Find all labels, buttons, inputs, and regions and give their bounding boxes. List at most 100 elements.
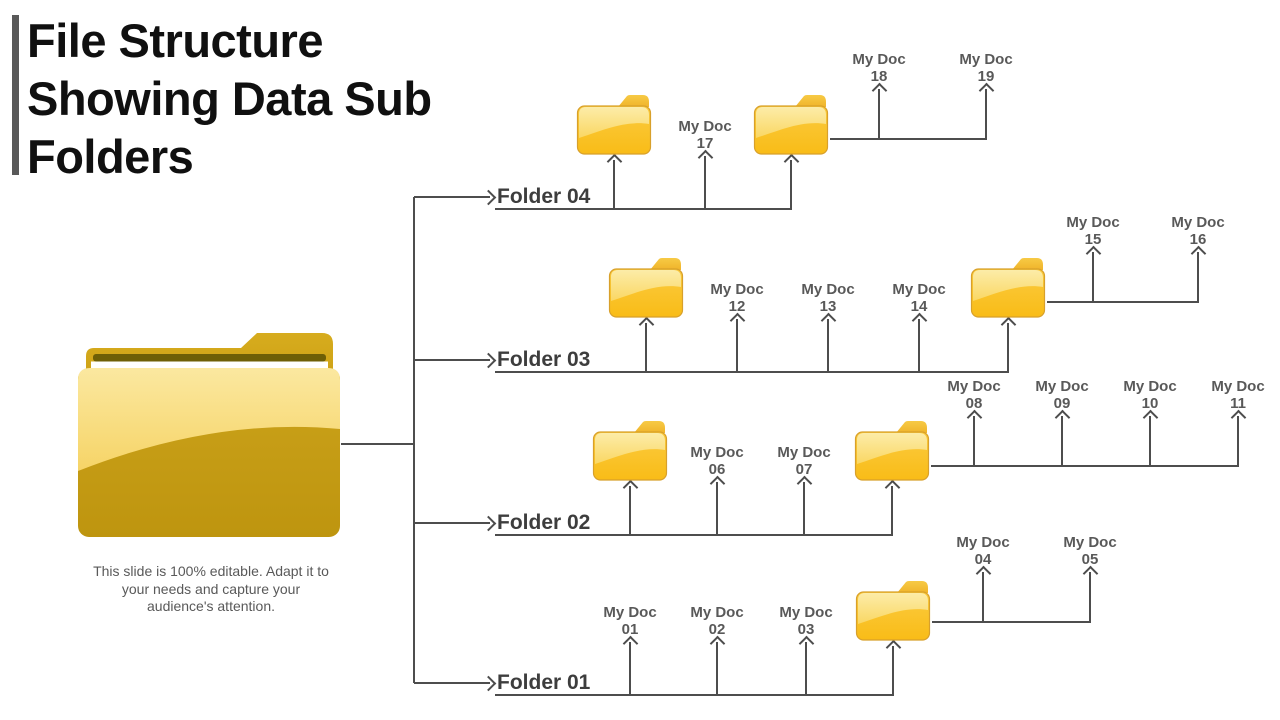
title-accent-bar <box>12 15 19 175</box>
arrowhead-up-icon <box>1230 409 1246 426</box>
doc-name: My Doc <box>777 444 831 461</box>
riser-line <box>645 323 647 372</box>
doc-number: 16 <box>1189 231 1207 248</box>
riser-line <box>982 572 984 622</box>
editable-note: This slide is 100% editable. Adapt it to… <box>93 563 329 614</box>
branch-line <box>414 682 490 684</box>
riser-line <box>1061 416 1063 466</box>
doc-number: 13 <box>819 298 837 315</box>
riser-line <box>878 89 880 139</box>
title-line: File Structure <box>27 14 323 67</box>
riser-line <box>790 160 792 209</box>
arrowhead-up-icon <box>1054 409 1070 426</box>
doc-name: My Doc <box>690 444 744 461</box>
doc-number: 05 <box>1081 551 1099 568</box>
doc-name: My Doc <box>959 51 1013 68</box>
riser-line <box>736 319 738 372</box>
sub-branch-line <box>932 621 1091 623</box>
title-line: Folders <box>27 130 194 183</box>
arrowhead-up-icon <box>783 153 799 170</box>
riser-line <box>805 642 807 695</box>
doc-name: My Doc <box>779 604 833 621</box>
doc-number: 10 <box>1141 395 1159 412</box>
arrowhead-up-icon <box>622 479 638 496</box>
arrowhead-up-icon <box>871 82 887 99</box>
riser-line <box>704 156 706 209</box>
riser-line <box>827 319 829 372</box>
riser-line <box>985 89 987 139</box>
arrowhead-right-icon <box>480 515 497 531</box>
doc-number: 15 <box>1084 231 1102 248</box>
folder-underline <box>495 371 1009 373</box>
arrowhead-right-icon <box>480 352 497 368</box>
doc-name: My Doc <box>1066 214 1120 231</box>
riser-line <box>892 646 894 695</box>
riser-line <box>716 642 718 695</box>
doc-number: 03 <box>797 621 815 638</box>
riser-line <box>803 482 805 535</box>
doc-name: My Doc <box>947 378 1001 395</box>
riser-line <box>629 486 631 535</box>
subfolder-icon <box>854 580 932 642</box>
doc-name: My Doc <box>1171 214 1225 231</box>
doc-number: 02 <box>708 621 726 638</box>
arrowhead-up-icon <box>606 153 622 170</box>
doc-name: My Doc <box>1123 378 1177 395</box>
arrowhead-right-icon <box>480 189 497 205</box>
folder-label: Folder 01 <box>497 671 591 694</box>
folder-underline <box>495 534 893 536</box>
tree-trunk-line <box>413 197 415 683</box>
doc-name: My Doc <box>690 604 744 621</box>
sub-branch-line <box>931 465 1239 467</box>
doc-name: My Doc <box>1211 378 1265 395</box>
arrowhead-up-icon <box>1082 565 1098 582</box>
branch-line <box>414 522 490 524</box>
page-title: File Structure Showing Data Sub Folders <box>27 12 432 186</box>
subfolder-icon <box>607 257 685 319</box>
doc-name: My Doc <box>852 51 906 68</box>
arrowhead-up-icon <box>978 82 994 99</box>
subfolder-icon <box>575 94 653 156</box>
subfolder-icon <box>969 257 1047 319</box>
riser-line <box>1237 416 1239 466</box>
arrowhead-up-icon <box>697 149 713 166</box>
doc-name: My Doc <box>603 604 657 621</box>
title-line: Showing Data Sub <box>27 72 432 125</box>
branch-line <box>414 196 490 198</box>
arrowhead-up-icon <box>1190 245 1206 262</box>
arrowhead-up-icon <box>884 479 900 496</box>
arrowhead-up-icon <box>885 639 901 656</box>
arrowhead-up-icon <box>729 312 745 329</box>
doc-name: My Doc <box>956 534 1010 551</box>
riser-line <box>1007 323 1009 372</box>
arrowhead-right-icon <box>480 675 497 691</box>
folder-label: Folder 03 <box>497 348 591 371</box>
doc-name: My Doc <box>710 281 764 298</box>
riser-line <box>716 482 718 535</box>
doc-name: My Doc <box>892 281 946 298</box>
arrowhead-up-icon <box>798 635 814 652</box>
doc-number: 01 <box>621 621 639 638</box>
riser-line <box>918 319 920 372</box>
arrowhead-up-icon <box>911 312 927 329</box>
arrowhead-up-icon <box>1085 245 1101 262</box>
riser-line <box>1149 416 1151 466</box>
doc-number: 18 <box>870 68 888 85</box>
doc-name: My Doc <box>1063 534 1117 551</box>
doc-number: 04 <box>974 551 992 568</box>
root-connector-line <box>341 443 414 445</box>
doc-number: 09 <box>1053 395 1071 412</box>
sub-branch-line <box>1047 301 1199 303</box>
arrowhead-up-icon <box>709 475 725 492</box>
